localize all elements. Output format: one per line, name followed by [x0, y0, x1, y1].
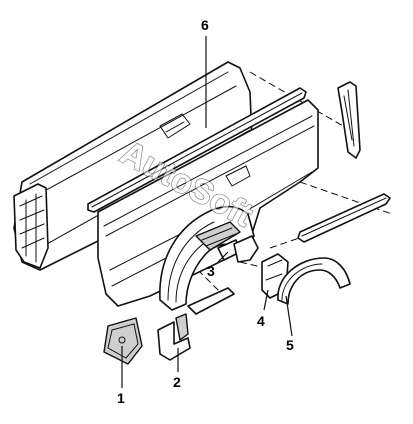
- fender-flare: [277, 257, 351, 305]
- callout-6: 6: [201, 17, 209, 33]
- angle-bracket: [157, 313, 191, 361]
- inner-bed-side-panel: [97, 99, 319, 307]
- callout-leaders: [121, 36, 293, 388]
- callout-5: 5: [286, 337, 294, 353]
- wheel-well-bracket: [233, 235, 259, 263]
- mounting-plate: [103, 317, 143, 365]
- callout-2: 2: [173, 374, 181, 390]
- top-rail: [87, 87, 307, 213]
- lower-rail-strip: [297, 193, 391, 243]
- side-pillar: [337, 81, 361, 159]
- outer-bed-side-panel: [13, 61, 253, 271]
- callout-3: 3: [207, 263, 215, 279]
- sill-strip: [187, 287, 235, 315]
- callout-1: 1: [117, 390, 125, 406]
- callout-4: 4: [257, 313, 265, 329]
- wheel-well-housing: [159, 205, 255, 311]
